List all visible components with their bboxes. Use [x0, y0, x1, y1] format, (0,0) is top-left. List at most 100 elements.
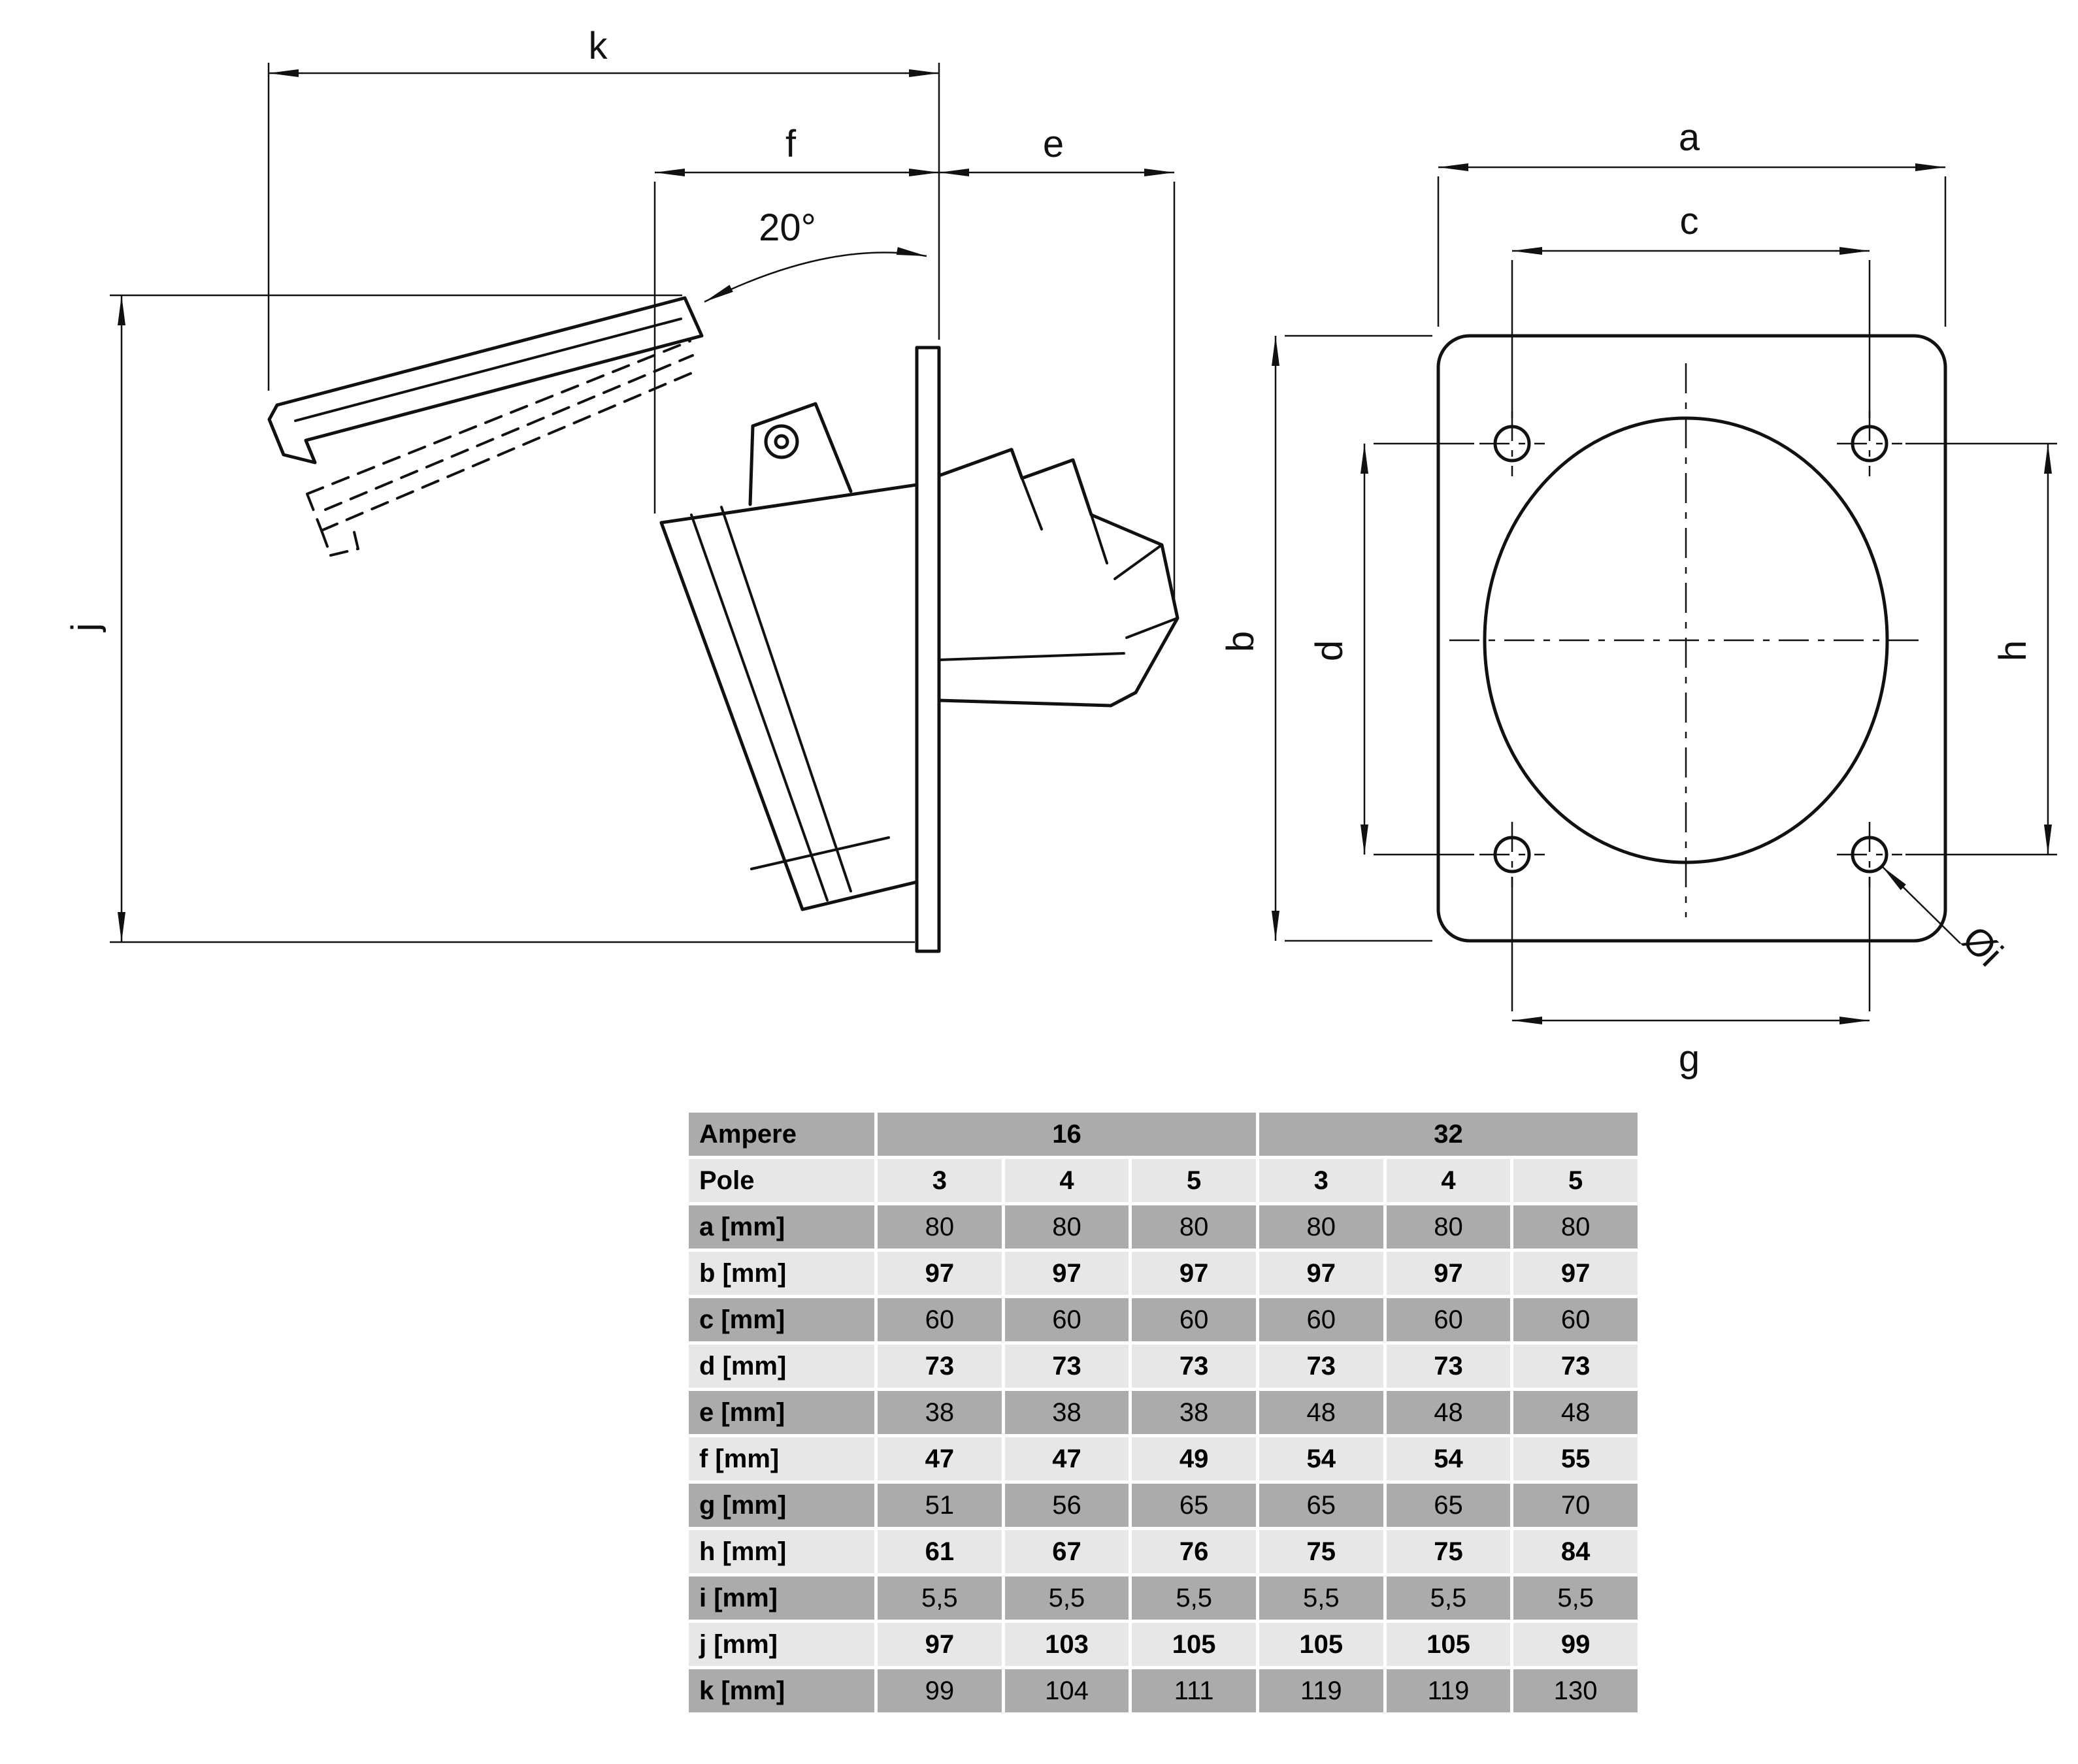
pole-value: 3	[1259, 1159, 1383, 1202]
dimension-value: 80	[1259, 1205, 1383, 1249]
dimension-value: 119	[1259, 1669, 1383, 1712]
row-label: e [mm]	[689, 1391, 874, 1434]
dimension-value: 48	[1386, 1391, 1511, 1434]
dimension-value: 130	[1513, 1669, 1638, 1712]
lid-open	[267, 296, 704, 465]
row-label: c [mm]	[689, 1298, 874, 1341]
mounting-plate	[915, 346, 941, 953]
dim-label-angle: 20°	[759, 206, 816, 249]
dim-d-extensions	[1374, 442, 1474, 856]
row-label: d [mm]	[689, 1345, 874, 1388]
dimension-value: 97	[1386, 1252, 1511, 1295]
dimension-value: 48	[1513, 1391, 1638, 1434]
dimension-value: 80	[1004, 1205, 1129, 1249]
dimension-value: 51	[878, 1484, 1002, 1527]
row-label: k [mm]	[689, 1669, 874, 1712]
dimension-value: 38	[1132, 1391, 1256, 1434]
dimension-value: 105	[1132, 1623, 1256, 1666]
dimension-value: 73	[1259, 1345, 1383, 1388]
row-label: h [mm]	[689, 1530, 874, 1573]
lid-dashed-position	[306, 340, 701, 557]
pole-value: 5	[1132, 1159, 1256, 1202]
dimension-value: 67	[1004, 1530, 1129, 1573]
socket-body	[659, 483, 919, 911]
dimension-value: 97	[1259, 1252, 1383, 1295]
dim-label-c: c	[1680, 200, 1699, 242]
dimension-value: 75	[1259, 1530, 1383, 1573]
dimension-value: 56	[1004, 1484, 1129, 1527]
dimension-value: 61	[878, 1530, 1002, 1573]
dimension-value: 47	[878, 1437, 1002, 1480]
dimension-value: 65	[1132, 1484, 1256, 1527]
dimension-value: 5,5	[1132, 1576, 1256, 1620]
hinge-bracket	[748, 402, 853, 506]
dim-label-d: d	[1308, 640, 1351, 661]
dimension-value: 119	[1386, 1669, 1511, 1712]
rear-housing-detail	[938, 477, 1179, 661]
dimension-value: 5,5	[878, 1576, 1002, 1620]
dimension-value: 80	[1386, 1205, 1511, 1249]
dimension-value: 5,5	[1259, 1576, 1383, 1620]
dimension-value: 65	[1259, 1484, 1383, 1527]
dimension-value: 76	[1132, 1530, 1256, 1573]
dimension-value: 99	[1513, 1623, 1638, 1666]
dimension-value: 60	[1259, 1298, 1383, 1341]
rear-housing	[937, 448, 1179, 708]
dimension-value: 99	[878, 1669, 1002, 1712]
dimension-value: 84	[1513, 1530, 1638, 1573]
front-view-dimensions	[1272, 163, 2057, 1024]
dimension-value: 80	[1132, 1205, 1256, 1249]
dim-label-j: j	[64, 623, 107, 633]
ampere-group-32: 32	[1259, 1113, 1638, 1156]
dim-c-extensions	[1511, 260, 1871, 418]
socket-body-detail	[690, 506, 890, 902]
row-label: f [mm]	[689, 1437, 874, 1480]
pole-value: 4	[1004, 1159, 1129, 1202]
hinge-pin	[764, 424, 799, 459]
row-label: g [mm]	[689, 1484, 874, 1527]
dimension-value: 73	[1004, 1345, 1129, 1388]
flange-outline	[1436, 334, 1947, 943]
dim-label-a: a	[1679, 116, 1700, 159]
dimension-value: 54	[1259, 1437, 1383, 1480]
dimension-value: 73	[1132, 1345, 1256, 1388]
dimension-value: 105	[1386, 1623, 1511, 1666]
table-header-ampere: Ampere 16 32	[689, 1113, 1638, 1156]
dimension-value: 60	[1386, 1298, 1511, 1341]
dimension-value: 80	[1513, 1205, 1638, 1249]
front-view-centerlines	[1449, 363, 1922, 917]
dimension-value: 73	[878, 1345, 1002, 1388]
dimension-value: 105	[1259, 1623, 1383, 1666]
dimension-value: 80	[878, 1205, 1002, 1249]
pole-value: 4	[1386, 1159, 1511, 1202]
dimension-value: 111	[1132, 1669, 1256, 1712]
row-label: j [mm]	[689, 1623, 874, 1666]
hinge-pin-center	[774, 434, 789, 449]
dimension-value: 54	[1386, 1437, 1511, 1480]
dim-label-f: f	[785, 123, 797, 165]
dimension-value: 103	[1004, 1623, 1129, 1666]
dimension-value: 97	[1004, 1252, 1129, 1295]
side-view	[267, 296, 1179, 953]
row-label: a [mm]	[689, 1205, 874, 1249]
dimension-value: 55	[1513, 1437, 1638, 1480]
dim-i-leader	[1881, 866, 1961, 944]
dim-a-extensions	[1437, 176, 1947, 327]
dimension-value: 48	[1259, 1391, 1383, 1434]
dimension-value: 60	[1132, 1298, 1256, 1341]
dim-b-extensions	[1285, 335, 1432, 942]
dimension-value: 60	[1004, 1298, 1129, 1341]
dim-label-h: h	[1992, 640, 2034, 661]
pole-value: 5	[1513, 1159, 1638, 1202]
lid-open-detail	[294, 318, 682, 422]
